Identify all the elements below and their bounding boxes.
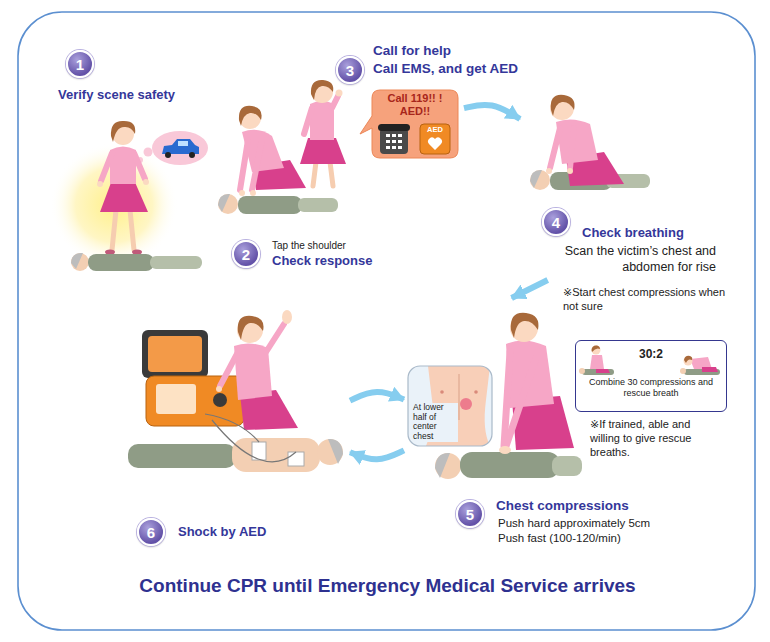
outer-frame xyxy=(18,12,755,630)
step-text: Check response xyxy=(272,253,372,269)
step-number-circle: 6 xyxy=(137,518,165,546)
step-panel: 2 Tap the shoulderCheck response xyxy=(210,92,386,284)
step-number-circle: 1 xyxy=(66,50,94,78)
ratio-box: 30:2Combine 30 compressions and rescue b… xyxy=(575,340,727,412)
text-slot: Tap the shoulder xyxy=(272,240,346,252)
text-slot: Push fast (100-120/min) xyxy=(498,532,621,546)
step-number-circle: 5 xyxy=(456,500,484,528)
label-slot: AED xyxy=(420,126,450,134)
text-holder: At lower half of center chest xyxy=(412,403,458,442)
step-text: Scan the victim’s chest and abdomen for … xyxy=(520,243,716,276)
step-number: 3 xyxy=(346,63,354,78)
step-number: 6 xyxy=(147,525,155,540)
step-heading: Verify scene safety xyxy=(58,87,175,103)
step-panel: 3Call for helpCall EMS, and get AED Call… xyxy=(292,40,464,182)
box-heading: 30:2 xyxy=(580,347,722,361)
step-panel: 4Check breathingScan the victim’s chest … xyxy=(520,86,718,280)
step-text: Call EMS, and get AED xyxy=(373,61,518,77)
step-panel: 1Verify scene safety xyxy=(52,42,202,274)
note: ※If trained, able and willing to give re… xyxy=(590,418,716,459)
step-heading: Chest compressions xyxy=(496,498,629,514)
text-holder: Call 119!! !AED!! xyxy=(374,92,456,118)
aed-shock-figure xyxy=(128,310,343,472)
aed-icon xyxy=(420,124,450,154)
text-slot: Scan the victim’s chest and abdomen for … xyxy=(520,243,716,276)
step-number: 1 xyxy=(76,57,84,72)
caption-slot: Continue CPR until Emergency Medical Ser… xyxy=(20,575,755,598)
text-holder: 30:2Combine 30 compressions and rescue b… xyxy=(576,341,726,404)
scene-safety-figure xyxy=(50,121,208,271)
step-text: Push fast (100-120/min) xyxy=(498,532,621,546)
chest-inset-picture xyxy=(408,366,492,446)
speech-bubble: Call 119!! !AED!! xyxy=(366,88,460,160)
box-text: Combine 30 compressions and rescue breat… xyxy=(580,377,722,399)
icon-label: AED xyxy=(420,126,450,134)
text-slot: Chest compressions xyxy=(496,498,629,514)
chest-inset: At lower half of center chest xyxy=(408,366,492,446)
step-panel: 6 Shock by AED xyxy=(108,300,350,558)
step-number: 2 xyxy=(242,247,250,262)
breath-mini xyxy=(680,356,720,375)
caption: Continue CPR until Emergency Medical Ser… xyxy=(20,575,755,598)
text-slot: Check response xyxy=(272,253,372,269)
label-slot: ※Start chest compressions when not sure xyxy=(563,286,727,314)
step-number-circle: 3 xyxy=(336,56,364,84)
label-slot: ※If trained, able and willing to give re… xyxy=(590,418,716,459)
step-heading: Check breathing xyxy=(582,225,684,241)
text-slot: Shock by AED xyxy=(178,524,266,540)
phone-icon xyxy=(378,124,410,154)
step-heading: Call for help xyxy=(373,43,451,59)
text-slot: Push hard approximately 5cm xyxy=(498,517,650,531)
flow-arrow xyxy=(350,392,404,401)
step-number: 4 xyxy=(552,215,560,230)
box-text: AED!! xyxy=(374,105,456,118)
box-heading: At lower half of center chest xyxy=(412,403,458,442)
step-number: 5 xyxy=(466,507,474,522)
check-breathing-figure xyxy=(530,95,650,190)
step-text: Push hard approximately 5cm xyxy=(498,517,650,531)
flow-arrow xyxy=(512,280,548,298)
text-slot: Check breathing xyxy=(582,225,684,241)
step-number-circle: 2 xyxy=(232,240,260,268)
step-number-circle: 4 xyxy=(542,208,570,236)
call-for-help-figure xyxy=(300,80,346,186)
text-slot: Call for help xyxy=(373,43,451,59)
flow-arrow xyxy=(350,450,404,459)
text-slot: Verify scene safety xyxy=(58,87,175,103)
note: ※Start chest compressions when not sure xyxy=(563,286,727,314)
box-heading: Call 119!! ! xyxy=(374,92,456,105)
step-heading: Tap the shoulder xyxy=(272,240,346,252)
compression-mini xyxy=(579,345,614,375)
step-heading: Shock by AED xyxy=(178,524,266,540)
text-slot: Call EMS, and get AED xyxy=(373,61,518,77)
flow-arrow xyxy=(464,105,520,119)
